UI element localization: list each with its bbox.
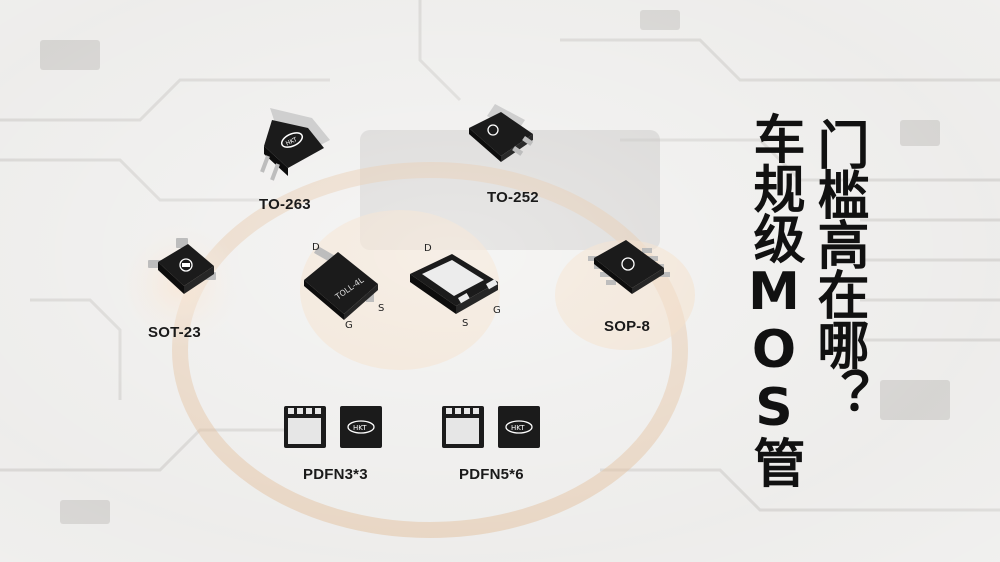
toll-bottom-pin-g: G [493,305,501,316]
pdfn33-brand: HKT [353,424,367,432]
to263-package-icon: HKT [260,108,330,181]
toll-pin-g: G [345,320,353,331]
sop8-package-icon [588,240,670,294]
sot23-label: SOT-23 [148,324,201,341]
toll-bottom-package-icon [410,254,498,314]
to263-brand: HKT [285,136,299,147]
pdfn56-package-icon: HKT [442,406,540,448]
sop8-label: SOP-8 [604,318,651,335]
to252-package-icon [469,104,534,162]
toll-pin-s: S [378,303,385,314]
headline-line2: 车规级MOS管 [744,112,804,486]
pdfn56-brand: HKT [511,424,525,432]
sot23-package-icon [148,238,216,294]
headline-line1: 门槛高在哪？ [808,118,868,418]
pdfn33-label: PDFN3*3 [303,466,368,483]
toll-pin-d: D [312,242,320,253]
to252-label: TO-252 [487,189,539,206]
to263-label: TO-263 [259,196,311,213]
pdfn56-label: PDFN5*6 [459,466,524,483]
pdfn33-package-icon: HKT [284,406,382,448]
toll-bottom-pin-d: D [424,243,432,254]
toll-bottom-pin-s: S [462,318,469,329]
toll-package-icon: TOLL-4L [304,246,378,320]
